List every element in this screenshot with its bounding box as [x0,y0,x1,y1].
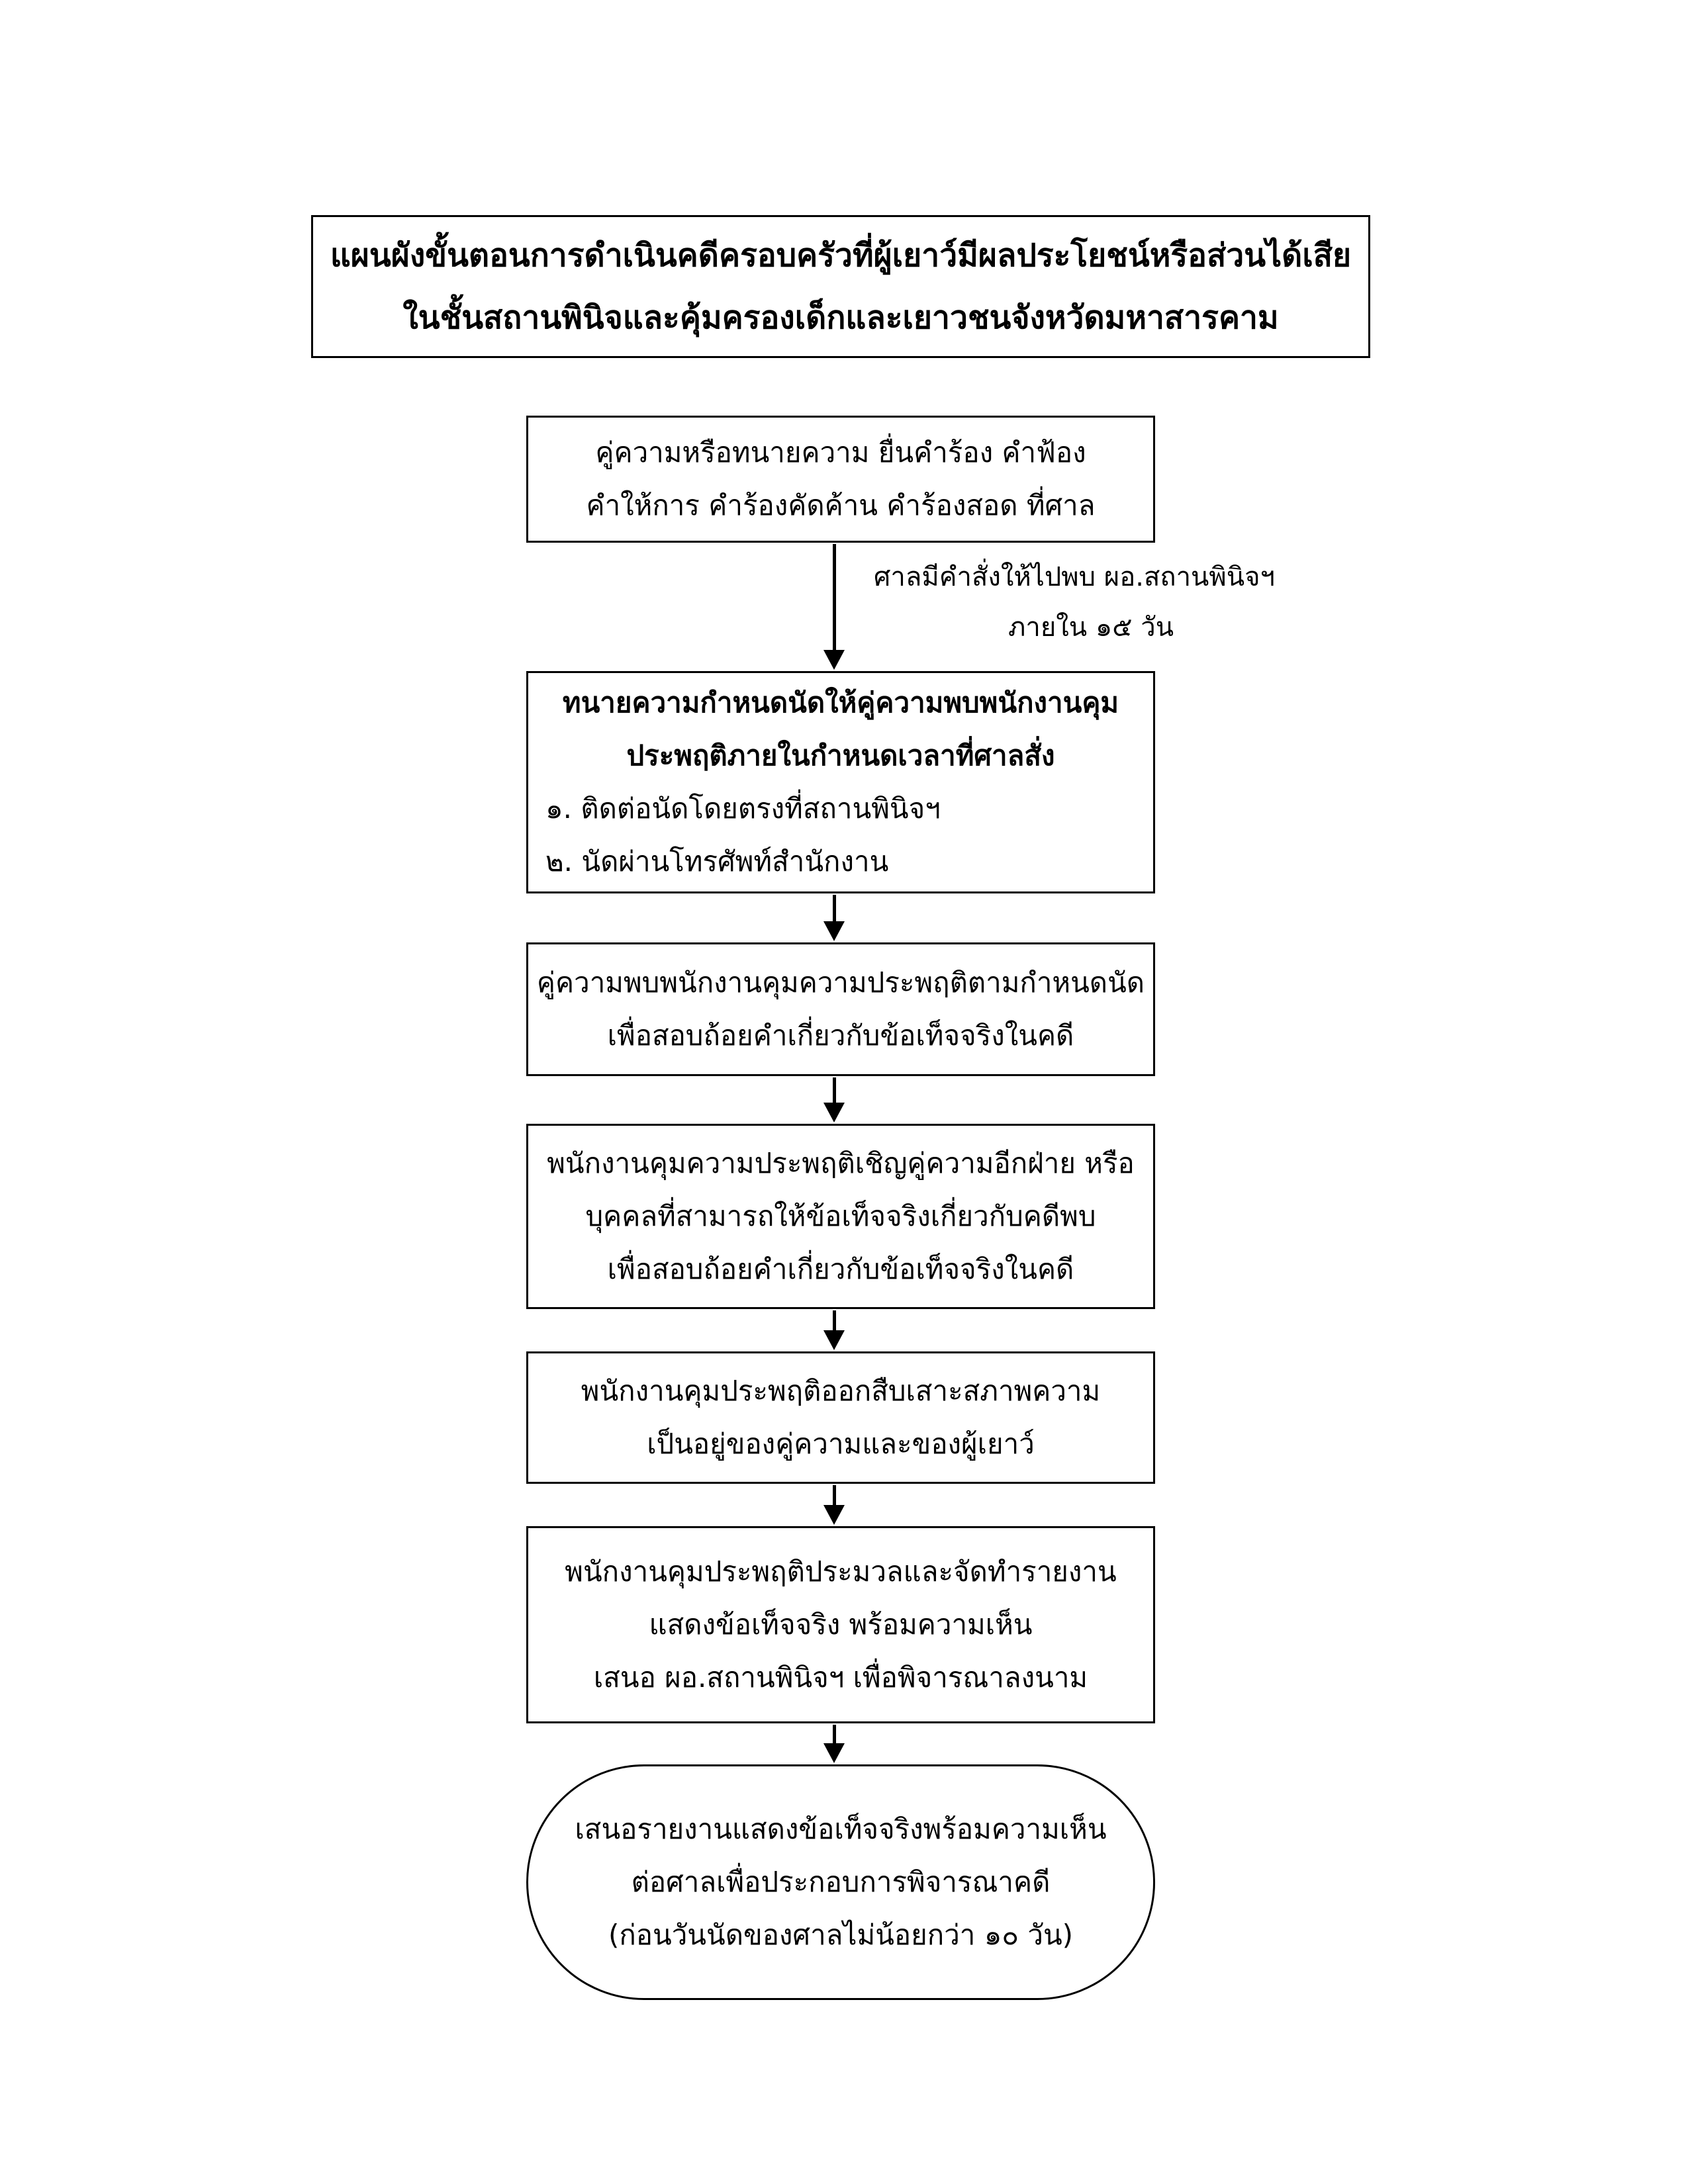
step-1-line-2: คำให้การ คำร้องคัดค้าน คำร้องสอด ที่ศาล [586,489,1096,522]
step-4-line-1: พนักงานคุมความประพฤติเชิญคู่ความอีกฝ่าย … [547,1147,1135,1179]
arrow-shaft [832,1310,836,1330]
court-order-annotation-line-2: ภายใน ๑๕ วัน [1008,612,1174,643]
flow-arrow-3 [821,1077,847,1122]
arrow-head [823,921,845,941]
flow-arrow-5 [821,1485,847,1525]
flow-arrow-2 [821,895,847,941]
arrow-shaft [832,1725,836,1743]
arrow-shaft [832,1485,836,1505]
title-line-1: แผนผังขั้นตอนการดำเนินคดีครอบครัวที่ผู้เ… [330,237,1352,274]
step-5-line-2: เป็นอยู่ของคู่ความและของผู้เยาว์ [647,1428,1035,1460]
step-3-meet-probation-officer: คู่ความพบพนักงานคุมความประพฤติตามกำหนดนั… [526,942,1155,1076]
court-order-annotation-line-1: ศาลมีคำสั่งให้ไปพบ ผอ.สถานพินิจฯ [874,562,1275,592]
step-3-line-2: เพื่อสอบถ้อยคำเกี่ยวกับข้อเท็จจริงในคดี [607,1019,1074,1052]
step-5-line-1: พนักงานคุมประพฤติออกสืบเสาะสภาพความ [581,1375,1101,1407]
step-2-schedule-appointment: ทนายความกำหนดนัดให้คู่ความพบพนักงานคุม ป… [526,671,1155,893]
arrow-head [823,1103,845,1122]
flowchart-title: แผนผังขั้นตอนการดำเนินคดีครอบครัวที่ผู้เ… [311,215,1370,358]
arrow-head [823,650,845,670]
step-2-heading-line-2: ประพฤติภายในกำหนดเวลาที่ศาลสั่ง [626,739,1055,772]
arrow-shaft [832,895,836,921]
step-4-line-3: เพื่อสอบถ้อยคำเกี่ยวกับข้อเท็จจริงในคดี [607,1253,1074,1285]
step-1-line-1: คู่ความหรือทนายความ ยื่นคำร้อง คำฟ้อง [595,436,1086,469]
step-2-item-1: ๑. ติดต่อนัดโดยตรงที่สถานพินิจฯ [545,792,941,825]
step-3-line-1: คู่ความพบพนักงานคุมความประพฤติตามกำหนดนั… [536,966,1145,999]
step-6-line-2: แสดงข้อเท็จจริง พร้อมความเห็น [649,1608,1033,1641]
arrow-head [823,1505,845,1525]
step-2-item-2: ๒. นัดผ่านโทรศัพท์สำนักงาน [545,845,889,878]
step-7-line-2: ต่อศาลเพื่อประกอบการพิจารณาคดี [631,1866,1051,1898]
title-line-2: ในชั้นสถานพินิจและคุ้มครองเด็กและเยาวชนจ… [402,299,1279,336]
step-6-line-3: เสนอ ผอ.สถานพินิจฯ เพื่อพิจารณาลงนาม [593,1661,1088,1694]
step-7-submit-report-to-court: เสนอรายงานแสดงข้อเท็จจริงพร้อมความเห็น ต… [526,1764,1155,2000]
flow-arrow-4 [821,1310,847,1350]
step-4-invite-other-party: พนักงานคุมความประพฤติเชิญคู่ความอีกฝ่าย … [526,1124,1155,1309]
step-6-prepare-report: พนักงานคุมประพฤติประมวลและจัดทำรายงาน แส… [526,1526,1155,1723]
arrow-shaft [832,544,836,650]
step-7-line-1: เสนอรายงานแสดงข้อเท็จจริงพร้อมความเห็น [575,1813,1107,1845]
flow-arrow-1 [821,544,847,670]
flow-arrow-6 [821,1725,847,1763]
step-7-line-3: (ก่อนวันนัดของศาลไม่น้อยกว่า ๑๐ วัน) [608,1919,1074,1951]
arrow-head [823,1330,845,1350]
step-5-investigate-living-conditions: พนักงานคุมประพฤติออกสืบเสาะสภาพความ เป็น… [526,1351,1155,1484]
step-1-file-petition: คู่ความหรือทนายความ ยื่นคำร้อง คำฟ้อง คำ… [526,416,1155,543]
step-6-line-1: พนักงานคุมประพฤติประมวลและจัดทำรายงาน [565,1555,1117,1588]
arrow-shaft [832,1077,836,1103]
step-2-heading-line-1: ทนายความกำหนดนัดให้คู่ความพบพนักงานคุม [562,686,1119,719]
arrow-head [823,1743,845,1763]
step-4-line-2: บุคคลที่สามารถให้ข้อเท็จจริงเกี่ยวกับคดี… [585,1200,1096,1232]
